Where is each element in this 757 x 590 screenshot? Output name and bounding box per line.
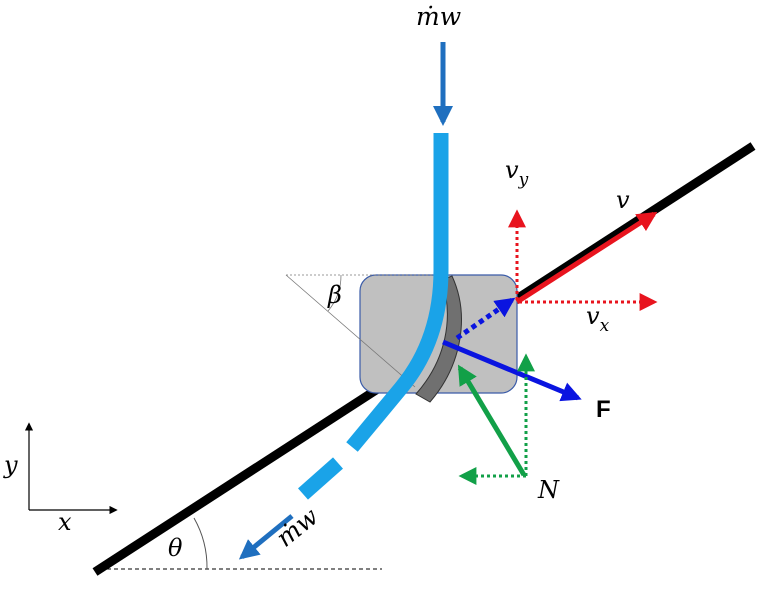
beta-guide-diagonal (285, 274, 416, 388)
water-jet-exit-segment (298, 457, 343, 500)
x-axis-label: x (58, 508, 72, 536)
force-f-label: F (596, 396, 611, 423)
velocity-vx-label: vx (586, 302, 610, 336)
theta-label: θ (168, 534, 183, 562)
normal-n-arrow (457, 364, 527, 477)
velocity-vy-label: vy (505, 156, 529, 190)
velocity-v-label: v (616, 186, 630, 214)
water-jet (346, 133, 449, 452)
normal-n-label: N (537, 476, 560, 504)
force-f-arrow (442, 339, 582, 402)
velocity-v-arrow (515, 211, 658, 305)
y-axis-label: y (3, 451, 18, 479)
mw-outflow-label: ṁw (271, 502, 324, 553)
vane-blade (415, 275, 462, 403)
mw-inflow-label: ṁw (416, 2, 461, 31)
theta-angle-arc (193, 517, 208, 570)
force-line-of-action (455, 297, 516, 341)
beta-label: β (327, 281, 342, 309)
beta-angle-arc (327, 274, 342, 312)
jet-outflow-arrow (238, 514, 294, 560)
